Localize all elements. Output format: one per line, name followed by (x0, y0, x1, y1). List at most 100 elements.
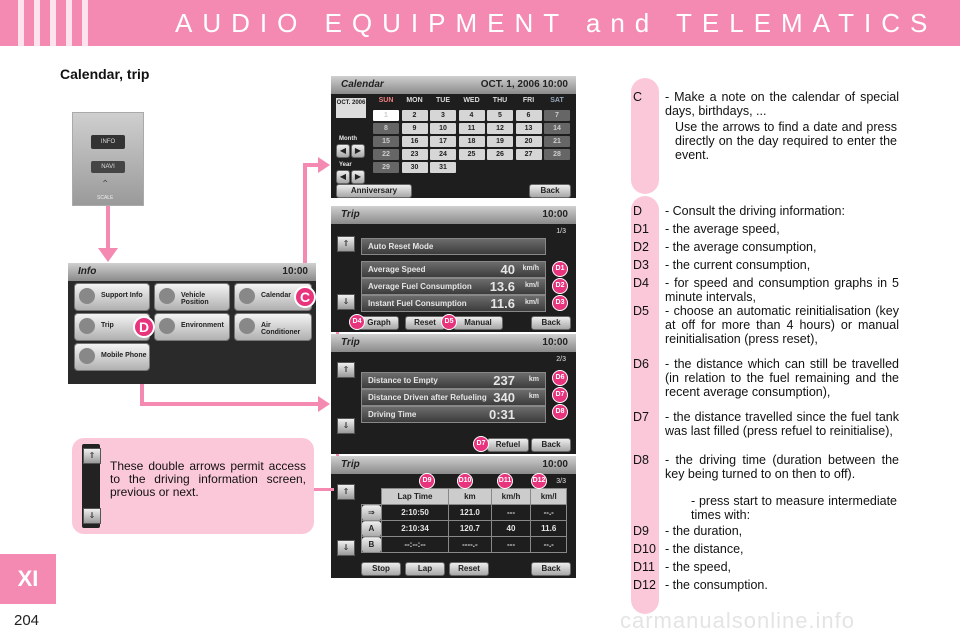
weekday-header: MON (406, 97, 423, 104)
graph-button[interactable]: Graph (359, 316, 399, 330)
calendar-day[interactable]: 12 (487, 123, 513, 134)
calendar-day[interactable]: 15 (373, 136, 399, 147)
row-label: Average Fuel Consumption (368, 282, 472, 291)
calendar-day[interactable]: 27 (515, 149, 542, 160)
calendar-day[interactable]: 5 (487, 110, 513, 121)
back-button[interactable]: Back (529, 184, 571, 198)
manual-button[interactable]: Manual (453, 316, 503, 330)
trip-icon (79, 318, 95, 334)
calendar-day[interactable]: 28 (544, 149, 570, 160)
double-arrow-up-icon[interactable]: ⇑ (337, 484, 355, 500)
marker-d3: D3 (552, 295, 568, 311)
calendar-day[interactable]: 24 (430, 149, 456, 160)
calendar-day[interactable]: 3 (430, 110, 456, 121)
screen-clock: 10:00 (282, 266, 308, 277)
calendar-day[interactable]: 10 (430, 123, 456, 134)
double-arrow-up-icon[interactable]: ⇑ (337, 236, 355, 252)
menu-mobile-phone[interactable]: Mobile Phone (74, 343, 150, 371)
lap-table-header: Lap Time km km/h km/l (362, 488, 567, 505)
calendar-day[interactable]: 25 (458, 149, 485, 160)
reset-button[interactable]: Reset (405, 316, 445, 330)
back-button[interactable]: Back (531, 562, 571, 576)
calendar-day[interactable]: 13 (515, 123, 542, 134)
double-arrow-down-icon[interactable]: ⇓ (337, 418, 355, 434)
year-prev-button[interactable]: ◀ (336, 170, 350, 184)
info-icon (79, 288, 95, 304)
description-key: D9 (633, 524, 649, 538)
description-text: - the driving time (duration between the… (665, 453, 899, 481)
menu-environment[interactable]: Environment (154, 313, 230, 341)
table-row: B --:--:-- ----.- --- --.- (361, 536, 567, 553)
arrows-note-box: ⇑ ⇓ These double arrows permit access to… (72, 438, 314, 534)
calendar-day[interactable]: 17 (430, 136, 456, 147)
phone-icon (79, 348, 95, 364)
calendar-day[interactable]: 22 (373, 149, 399, 160)
calendar-day[interactable]: 2 (401, 110, 428, 121)
lap-button[interactable]: Lap (405, 562, 445, 576)
calendar-day[interactable]: 4 (458, 110, 485, 121)
anniversary-button[interactable]: Anniversary (336, 184, 412, 198)
chapter-tab: XI (0, 554, 56, 604)
calendar-day[interactable]: 18 (458, 136, 485, 147)
row-label: Distance to Empty (368, 376, 438, 385)
calendar-day[interactable]: 9 (401, 123, 428, 134)
description-text: - Consult the driving information: (665, 204, 845, 218)
double-arrow-up-icon[interactable]: ⇑ (337, 362, 355, 378)
calendar-day[interactable]: 6 (515, 110, 542, 121)
month-next-button[interactable]: ▶ (351, 144, 365, 158)
description-text: - the distance which can still be travel… (665, 357, 899, 399)
reset-button[interactable]: Reset (449, 562, 489, 576)
calendar-day[interactable]: 21 (544, 136, 570, 147)
calendar-day[interactable]: 16 (401, 136, 428, 147)
back-button[interactable]: Back (531, 316, 571, 330)
calendar-day[interactable]: 30 (401, 162, 428, 173)
table-cell: --.- (530, 504, 567, 521)
refuel-button[interactable]: Refuel (487, 438, 529, 452)
page-indicator: 1/3 (556, 228, 566, 235)
menu-label: Environment (181, 322, 224, 329)
header-stripe (82, 0, 88, 46)
menu-vehicle-position[interactable]: Vehicle Position (154, 283, 230, 311)
double-arrow-down-icon[interactable]: ⇓ (337, 294, 355, 310)
control-panel-photo: INFO NAVI ⌃ SCALE (72, 112, 144, 206)
navi-key[interactable]: NAVI (91, 161, 125, 173)
menu-air-conditioner[interactable]: Air Conditioner (234, 313, 312, 341)
arrowhead-icon (318, 157, 330, 173)
stop-button[interactable]: Stop (361, 562, 401, 576)
calendar-day[interactable]: 8 (373, 123, 399, 134)
double-arrow-down-icon[interactable]: ⇓ (337, 540, 355, 556)
table-cell: 40 (490, 520, 532, 537)
connector-line (303, 163, 321, 167)
table-cell: ----.- (448, 536, 492, 553)
year-next-button[interactable]: ▶ (351, 170, 365, 184)
table-header-cell: km/l (530, 488, 567, 505)
row-label-cell[interactable]: A (361, 520, 382, 537)
calendar-day[interactable]: 20 (515, 136, 542, 147)
row-label-cell[interactable]: ⇒ (361, 504, 382, 521)
calendar-day[interactable]: 1 (373, 110, 399, 121)
calendar-day[interactable]: 31 (430, 162, 456, 173)
calendar-day[interactable]: 29 (373, 162, 399, 173)
marker-d7-refuel: D7 (473, 436, 489, 452)
calendar-day[interactable]: 26 (487, 149, 513, 160)
back-button[interactable]: Back (531, 438, 571, 452)
calendar-day[interactable]: 23 (401, 149, 428, 160)
screen-title: Trip (341, 459, 360, 470)
menu-support-info[interactable]: Support Info (74, 283, 150, 311)
calendar-day[interactable]: 11 (458, 123, 485, 134)
calendar-day[interactable]: 14 (544, 123, 570, 134)
marker-d12: D12 (531, 473, 547, 489)
arrowhead-icon (98, 248, 118, 262)
chapter-title: AUDIO EQUIPMENT and TELEMATICS (175, 8, 938, 38)
row-unit: km (528, 393, 539, 400)
calendar-day[interactable]: 7 (544, 110, 570, 121)
table-cell: 2:10:50 (380, 504, 450, 521)
info-key[interactable]: INFO (91, 135, 125, 149)
month-prev-button[interactable]: ◀ (336, 144, 350, 158)
chapter-number: XI (17, 566, 39, 591)
table-cell: 121.0 (448, 504, 492, 521)
row-label-cell[interactable]: B (361, 536, 382, 553)
calendar-day[interactable]: 19 (487, 136, 513, 147)
